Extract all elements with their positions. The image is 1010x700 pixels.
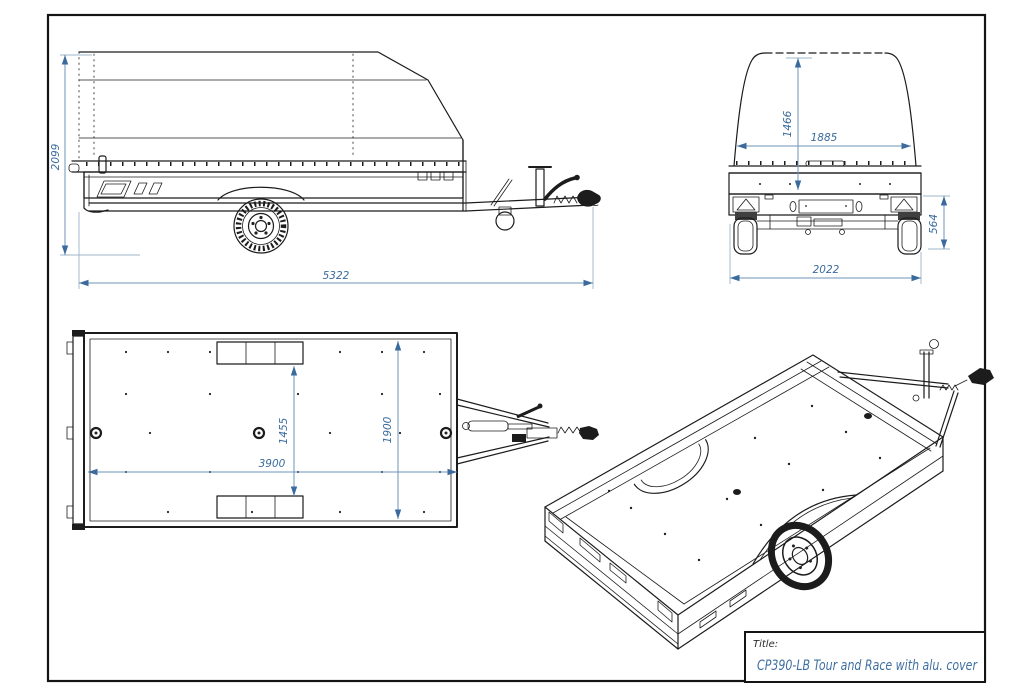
dim-rear-bed-height: 564 <box>928 214 940 234</box>
dimension-overall-height: 2099 <box>50 54 140 256</box>
dimension-plan-inner-width: 1900 <box>382 341 402 519</box>
rear-wheel-right <box>897 217 922 255</box>
rear-view: 1466 1885 564 2022 <box>728 52 950 284</box>
dimension-inner-width: 1885 <box>737 132 911 150</box>
isometric-view <box>544 339 994 650</box>
mudflap-left <box>735 212 757 220</box>
drawing-title: CP390-LB Tour and Race with alu. cover <box>757 658 978 674</box>
dim-side-height: 2099 <box>50 143 62 170</box>
title-block-frame <box>744 631 986 683</box>
wheel-box-top <box>216 341 304 365</box>
coupling-head <box>577 189 601 207</box>
license-plate <box>798 199 854 214</box>
dim-side-length: 5322 <box>323 270 350 282</box>
side-wheel <box>233 198 289 254</box>
dim-plan-inner-length: 3900 <box>259 458 286 470</box>
dim-plan-between-boxes: 1455 <box>278 417 290 444</box>
top-view: 1455 1900 3900 <box>66 330 599 530</box>
reflector-triangle-left <box>736 198 756 211</box>
jack-post <box>535 168 545 207</box>
dim-rear-cover-height: 1466 <box>782 110 794 137</box>
title-label: Title: <box>753 639 778 650</box>
dimension-overall-width: 2022 <box>729 224 922 284</box>
dimension-cover-height: 1466 <box>782 57 812 190</box>
page-border <box>46 13 987 683</box>
drawbar-plan <box>456 398 599 465</box>
dim-rear-overall-width: 2022 <box>813 264 840 276</box>
iso-floor-rivets <box>607 404 882 562</box>
dimension-bed-height: 564 <box>923 195 950 250</box>
floor-rivets <box>124 350 442 514</box>
iso-wheel <box>767 521 833 591</box>
dimension-between-boxes: 1455 <box>278 366 298 496</box>
iso-coupling-head <box>968 368 994 385</box>
title-block: Title: CP390-LB Tour and Race with alu. … <box>744 631 986 683</box>
dim-rear-inner-width: 1885 <box>811 132 838 144</box>
mudflap-right <box>898 212 920 220</box>
dimension-plan-inner-length: 3900 <box>88 458 457 476</box>
wheel-arch-hump <box>633 439 709 494</box>
rear-wheel-left <box>733 217 758 255</box>
side-view: 2099 5322 <box>50 51 601 289</box>
jockey-wheel <box>495 211 515 231</box>
dimension-overall-length: 5322 <box>78 207 594 289</box>
reflector-triangle-right <box>894 198 914 211</box>
drawbar-iso <box>837 339 994 448</box>
wheel-box-bottom <box>216 495 304 519</box>
dim-plan-inner-width: 1900 <box>382 416 394 443</box>
handbrake-lever <box>543 176 577 201</box>
